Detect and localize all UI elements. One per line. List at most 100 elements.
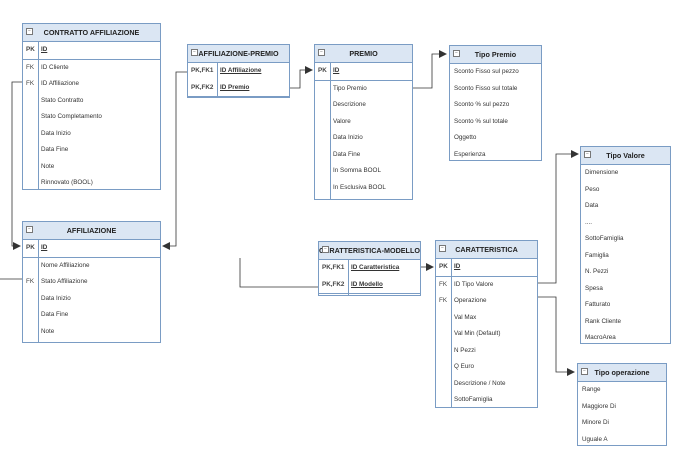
collapse-icon[interactable]: − [584, 151, 591, 158]
attribute-row[interactable]: Stato Contratto [23, 93, 160, 110]
key-row[interactable]: PK ID [315, 63, 412, 80]
attribute-field: ID Tipo Valore [454, 280, 494, 288]
attribute-field: Nome Affiliazione [41, 261, 90, 269]
attribute-row[interactable]: Range [578, 382, 666, 399]
collapse-icon[interactable]: − [581, 368, 588, 375]
key-type: PK,FK1 [322, 264, 345, 271]
attribute-field: Stato Affiliazione [41, 278, 88, 285]
attribute-row[interactable]: Spesa [581, 281, 670, 298]
attribute-row[interactable]: Rinnovato (BOOL) [23, 175, 160, 192]
edge-affpremio-premio [290, 66, 313, 89]
key-field: ID [41, 244, 48, 251]
collapse-icon[interactable]: − [26, 226, 33, 233]
attribute-row[interactable]: Note [23, 159, 160, 176]
attribute-row[interactable]: Q Euro [436, 359, 537, 376]
attribute-row[interactable]: In Esclusiva BOOL [315, 180, 412, 197]
attribute-field: Data Inizio [333, 134, 363, 141]
attribute-row[interactable]: Data [581, 198, 670, 215]
attribute-row[interactable]: MacroArea [581, 330, 670, 347]
key-type: PK [318, 67, 327, 74]
attribute-row[interactable]: Data Inizio [23, 291, 160, 308]
attribute-row[interactable]: Oggetto [450, 130, 541, 147]
collapse-icon[interactable]: − [191, 49, 198, 56]
attribute-row[interactable]: Descrizione [315, 97, 412, 114]
attribute-row[interactable]: Tipo Premio [315, 81, 412, 98]
attribute-row[interactable]: Sconto Fisso sul totale [450, 81, 541, 98]
entity-title: − AFFILIAZIONE [23, 222, 160, 240]
attribute-row[interactable]: Data Inizio [23, 126, 160, 143]
collapse-icon[interactable]: − [322, 246, 329, 253]
attribute-row[interactable]: Esperienza [450, 147, 541, 164]
attribute-row[interactable]: N. Pezzi [581, 264, 670, 281]
entity-title: −AFFILIAZIONE-PREMIO [188, 45, 289, 63]
attribute-row[interactable]: Data Inizio [315, 130, 412, 147]
collapse-icon[interactable]: − [439, 245, 446, 252]
attribute-row[interactable]: Descrizione / Note [436, 376, 537, 393]
attribute-row[interactable]: Stato Completamento [23, 109, 160, 126]
attribute-row[interactable]: Val Max [436, 310, 537, 327]
attribute-row[interactable]: Data Fine [23, 142, 160, 159]
attribute-row[interactable]: Nome Affiliazione [23, 258, 160, 275]
attribute-row[interactable]: Data Fine [315, 147, 412, 164]
attribute-row[interactable]: In Somma BOOL [315, 163, 412, 180]
attribute-row[interactable]: Valore [315, 114, 412, 131]
attribute-field: Spesa [585, 284, 603, 292]
key-field: ID Affiliazione [220, 67, 262, 74]
attribute-field: Fatturato [585, 301, 611, 308]
attribute-row[interactable]: Dimensione [581, 165, 670, 182]
attribute-row[interactable]: Sconto Fisso sul pezzo [450, 64, 541, 81]
attribute-row[interactable]: Note [23, 324, 160, 341]
key-field: ID [333, 67, 340, 74]
entity-title-text: CONTRATTO AFFILIAZIONE [43, 28, 140, 37]
attribute-row[interactable]: .... [581, 215, 670, 232]
attribute-row[interactable]: Val Min (Default) [436, 326, 537, 343]
attribute-row[interactable]: N Pezzi [436, 343, 537, 360]
attribute-field: ID Cliente [41, 63, 69, 71]
edge-caratteristica-tipovalore [538, 150, 579, 284]
attribute-row[interactable]: Peso [581, 182, 670, 199]
attribute-field: Rank Cliente [585, 317, 622, 325]
entity-title-text: AFFILIAZIONE [66, 226, 117, 235]
attribute-row[interactable]: SottoFamiglia [436, 392, 537, 409]
attribute-row[interactable]: Sconto % sul pezzo [450, 97, 541, 114]
attribute-row[interactable]: Data Fine [23, 307, 160, 324]
attribute-field: Data [585, 202, 599, 209]
attribute-row[interactable]: Fatturato [581, 297, 670, 314]
attribute-row[interactable]: Minore Di [578, 415, 666, 432]
attribute-row[interactable]: Sconto % sul totale [450, 114, 541, 131]
attribute-row[interactable]: Rank Cliente [581, 314, 670, 331]
attribute-field: Data Fine [41, 146, 69, 153]
attribute-field: .... [585, 218, 592, 226]
attribute-field: Peso [585, 185, 600, 193]
attribute-row[interactable]: SottoFamiglia [581, 231, 670, 248]
collapse-icon[interactable]: − [318, 49, 325, 56]
attribute-row[interactable]: Famiglia [581, 248, 670, 265]
attribute-row[interactable]: Maggiore Di [578, 399, 666, 416]
attribute-field: Oggetto [454, 134, 477, 141]
collapse-icon[interactable]: − [26, 28, 33, 35]
collapse-icon[interactable]: − [453, 50, 460, 57]
entity-title-text: Tipo Premio [474, 50, 517, 59]
attribute-row[interactable]: Uguale A [578, 432, 666, 449]
